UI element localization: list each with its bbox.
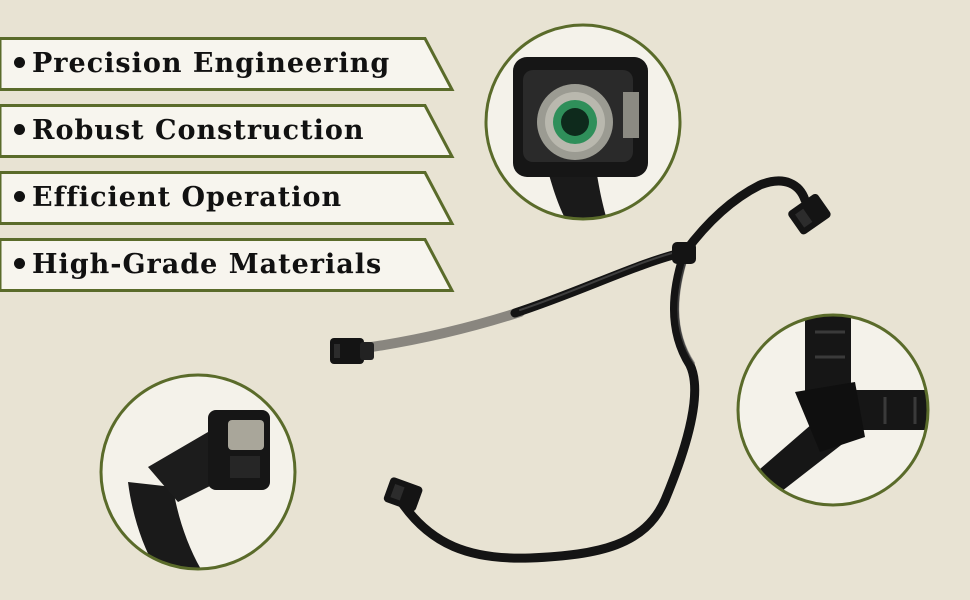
banner-shape (0, 238, 455, 292)
feature-banner-4: High-Grade Materials (0, 238, 455, 292)
feature-label-3: Efficient Operation (14, 171, 342, 225)
banner-shape (0, 171, 455, 225)
banner-shape (0, 37, 455, 91)
bullet-dot-icon (14, 124, 25, 135)
feature-banner-1: Precision Engineering (0, 37, 455, 91)
feature-banner-3: Efficient Operation (0, 171, 455, 225)
bullet-dot-icon (14, 258, 25, 269)
feature-label-1: Precision Engineering (14, 37, 390, 91)
feature-banner-2: Robust Construction (0, 104, 455, 158)
feature-label-4: High-Grade Materials (14, 238, 382, 292)
bullet-dot-icon (14, 191, 25, 202)
detail-circle-connector-top (484, 23, 682, 221)
feature-label-2: Robust Construction (14, 104, 365, 158)
bullet-dot-icon (14, 57, 25, 68)
detail-circle-tee-junction (736, 313, 930, 507)
detail-circle-connector-bottom (99, 373, 297, 571)
banner-shape (0, 104, 455, 158)
